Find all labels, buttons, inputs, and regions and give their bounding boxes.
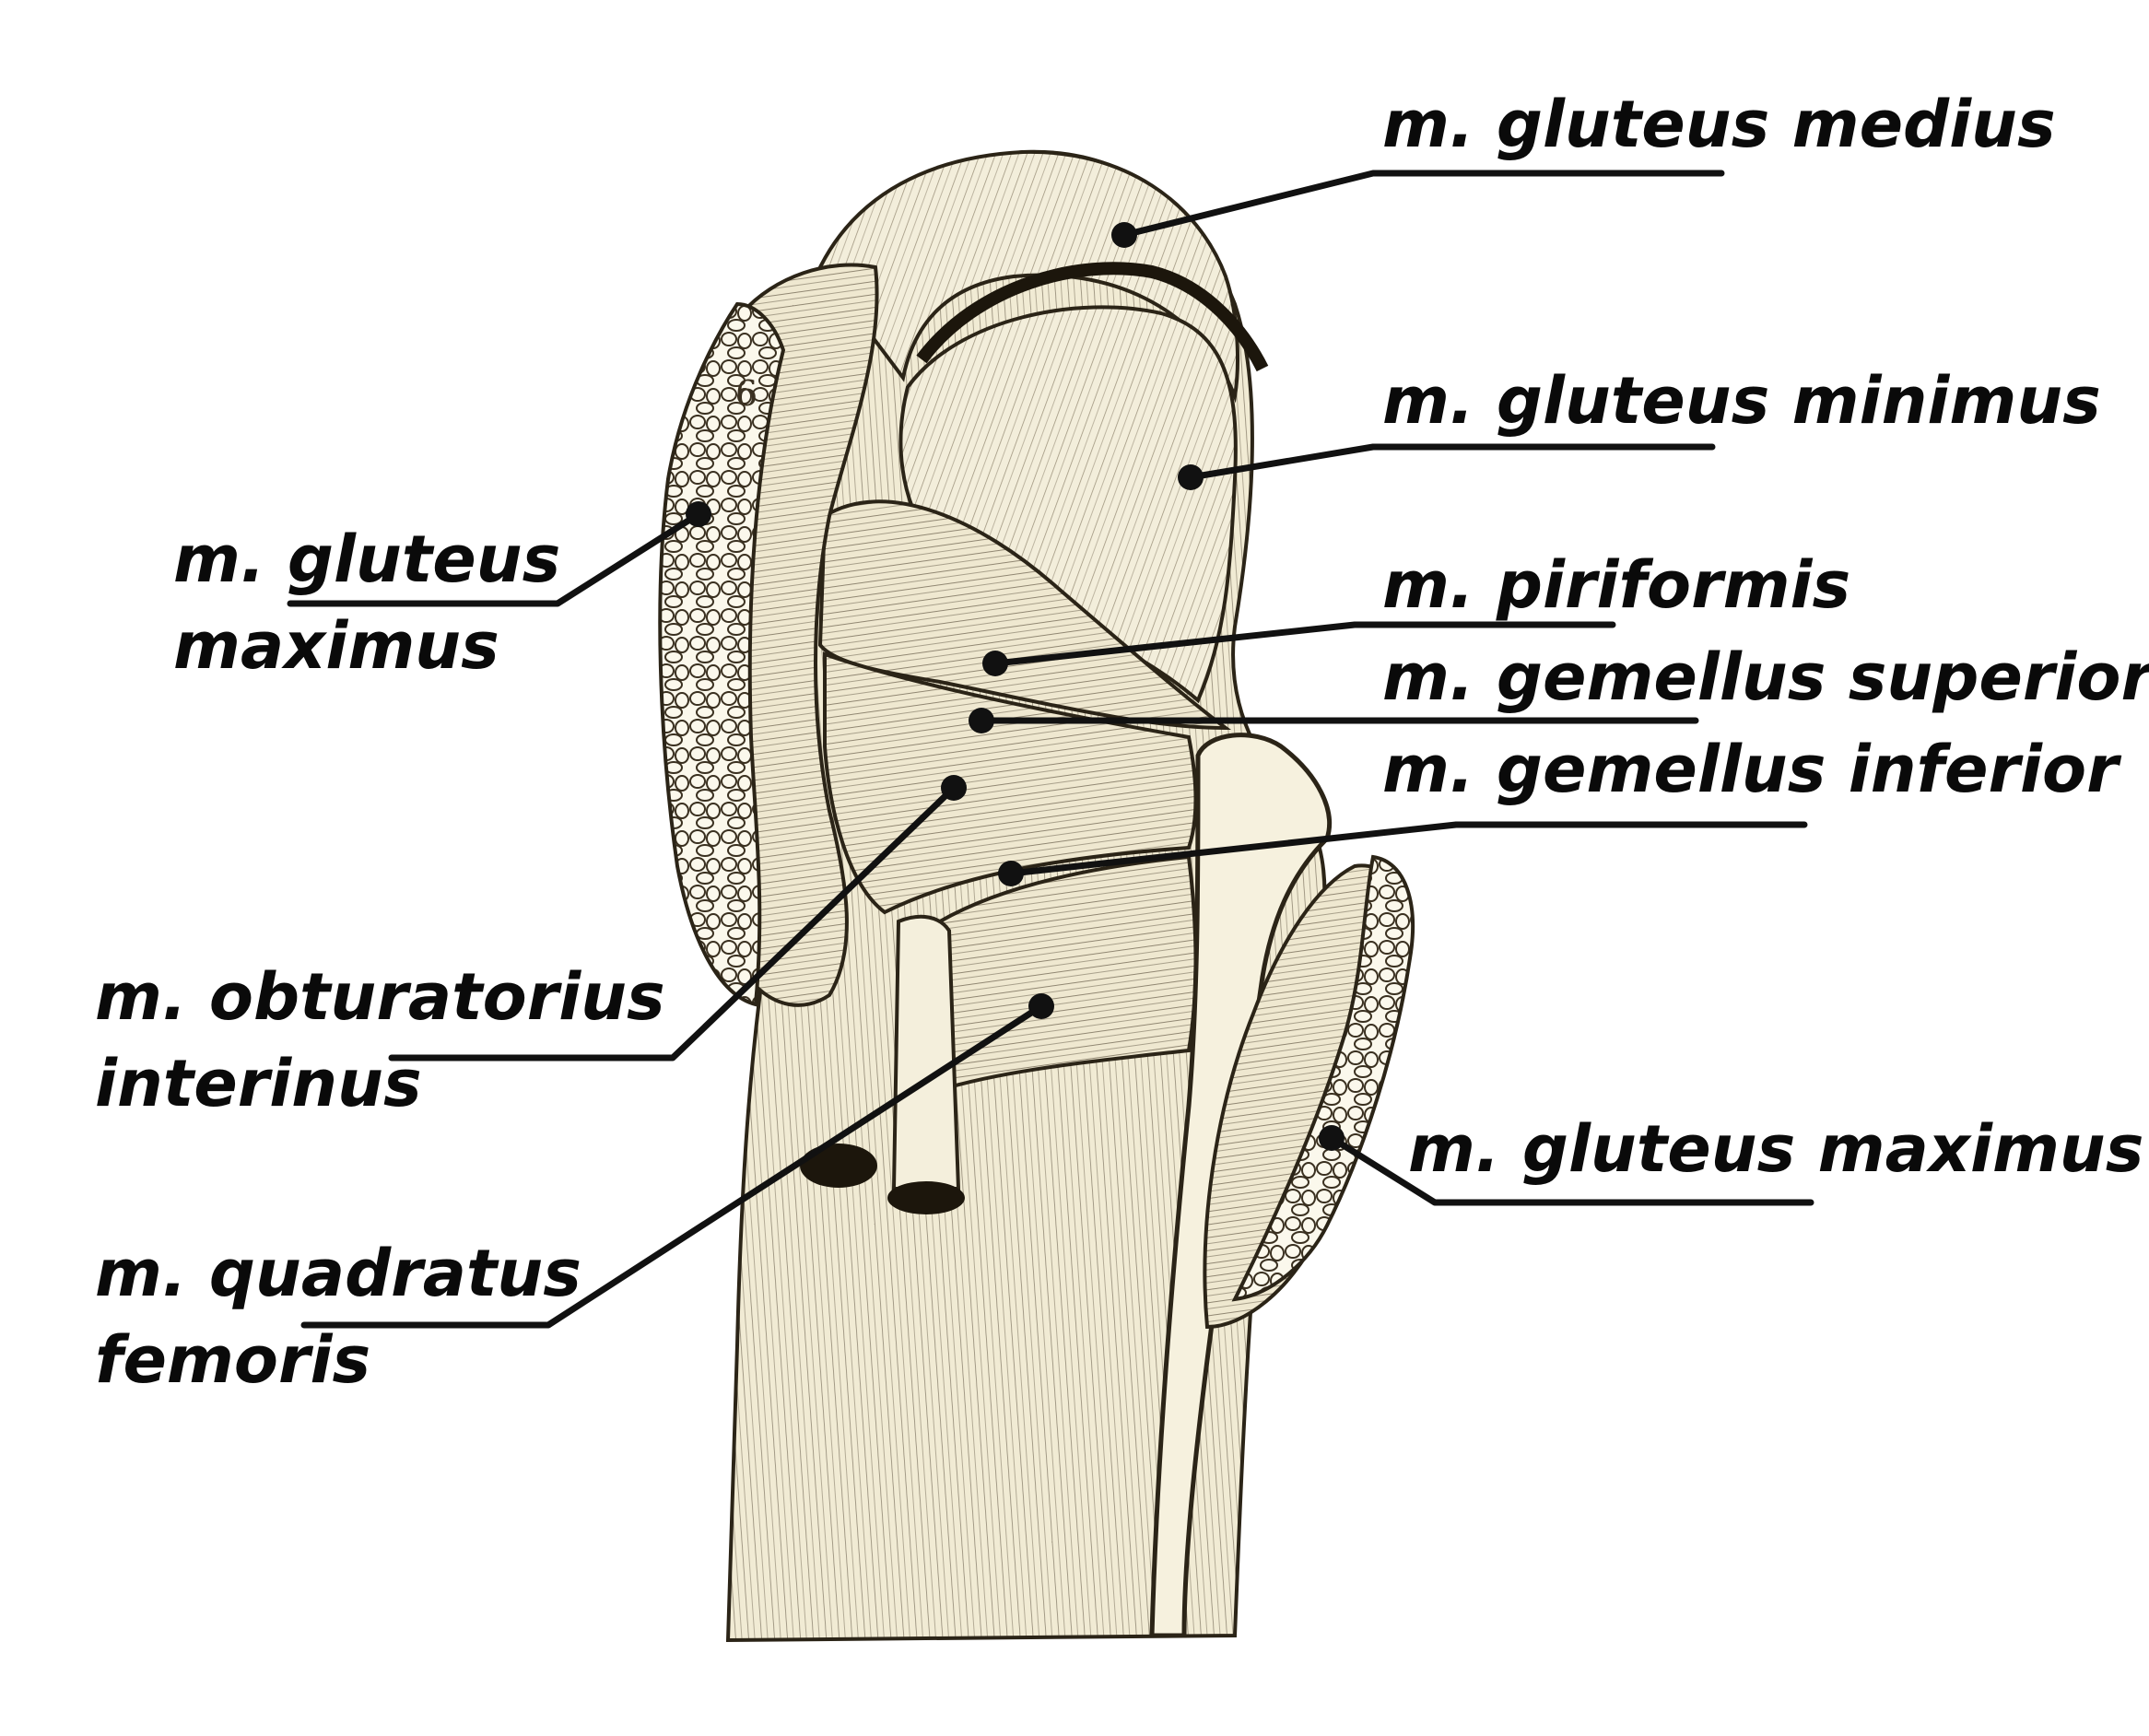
piriformis-shape — [817, 499, 1232, 731]
label-gemellus-superior: m. gemellus superior — [1382, 639, 2149, 715]
leader-gluteus-maximus-left — [287, 510, 702, 607]
greater-trochanter-shape — [1149, 733, 1333, 1638]
dot-piriformis — [982, 651, 1008, 676]
leader-gluteus-medius — [1121, 170, 1725, 239]
label-gluteus-maximus-left-line1: m. gluteus — [173, 522, 561, 597]
sciatic-nerve-cut-end — [800, 1144, 877, 1188]
label-quadratus-line2: femoris — [95, 1322, 371, 1398]
obturator-tendon-shape — [891, 914, 961, 1191]
dot-gemellus-inferior — [998, 861, 1024, 886]
label-obturatorius-line1: m. obturatorius — [95, 959, 665, 1035]
leader-gluteus-maximus-right — [1328, 1134, 1814, 1206]
leader-lines — [287, 170, 1814, 1329]
dot-gluteus-medius — [1111, 222, 1137, 248]
leader-quadratus — [300, 1003, 1045, 1329]
label-gemellus-inferior: m. gemellus inferior — [1382, 732, 2119, 807]
dot-gluteus-maximus-right — [1319, 1125, 1345, 1151]
leader-gemellus-inferior — [1007, 821, 1808, 877]
label-piriformis: m. piriformis — [1382, 547, 1851, 623]
leader-piriformis — [992, 621, 1616, 667]
gluteus-maximus-right-fat — [1231, 854, 1415, 1302]
label-quadratus-line1: m. quadratus — [95, 1236, 581, 1311]
leader-gluteus-minimus — [1187, 443, 1716, 481]
dot-quadratus — [1028, 993, 1054, 1019]
gluteus-maximus-left-fat — [658, 301, 786, 1007]
label-gluteus-maximus-left: m. gluteus maximus — [173, 516, 560, 689]
label-gluteus-medius: m. gluteus medius — [1382, 87, 2056, 162]
obturator-tendon-cut-end — [887, 1181, 965, 1214]
gluteus-medius-cut-edge — [916, 262, 1269, 372]
dot-gluteus-minimus — [1178, 464, 1204, 490]
label-gluteus-minimus: m. gluteus minimus — [1382, 363, 2101, 439]
dot-obturatorius — [941, 775, 967, 801]
label-gluteus-maximus-right: m. gluteus maximus — [1408, 1111, 2144, 1187]
leader-obturatorius — [388, 784, 957, 1062]
label-obturatorius: m. obturatorius interinus — [95, 954, 665, 1127]
section-number: 6 — [735, 373, 757, 414]
label-gluteus-maximus-left-line2: maximus — [173, 608, 499, 684]
leader-dots — [686, 222, 1345, 1151]
dot-gluteus-maximus-left — [686, 501, 711, 527]
label-quadratus-femoris: m. quadratus femoris — [95, 1230, 581, 1403]
label-obturatorius-line2: interinus — [95, 1046, 422, 1121]
dot-gemellus-superior — [969, 708, 994, 733]
